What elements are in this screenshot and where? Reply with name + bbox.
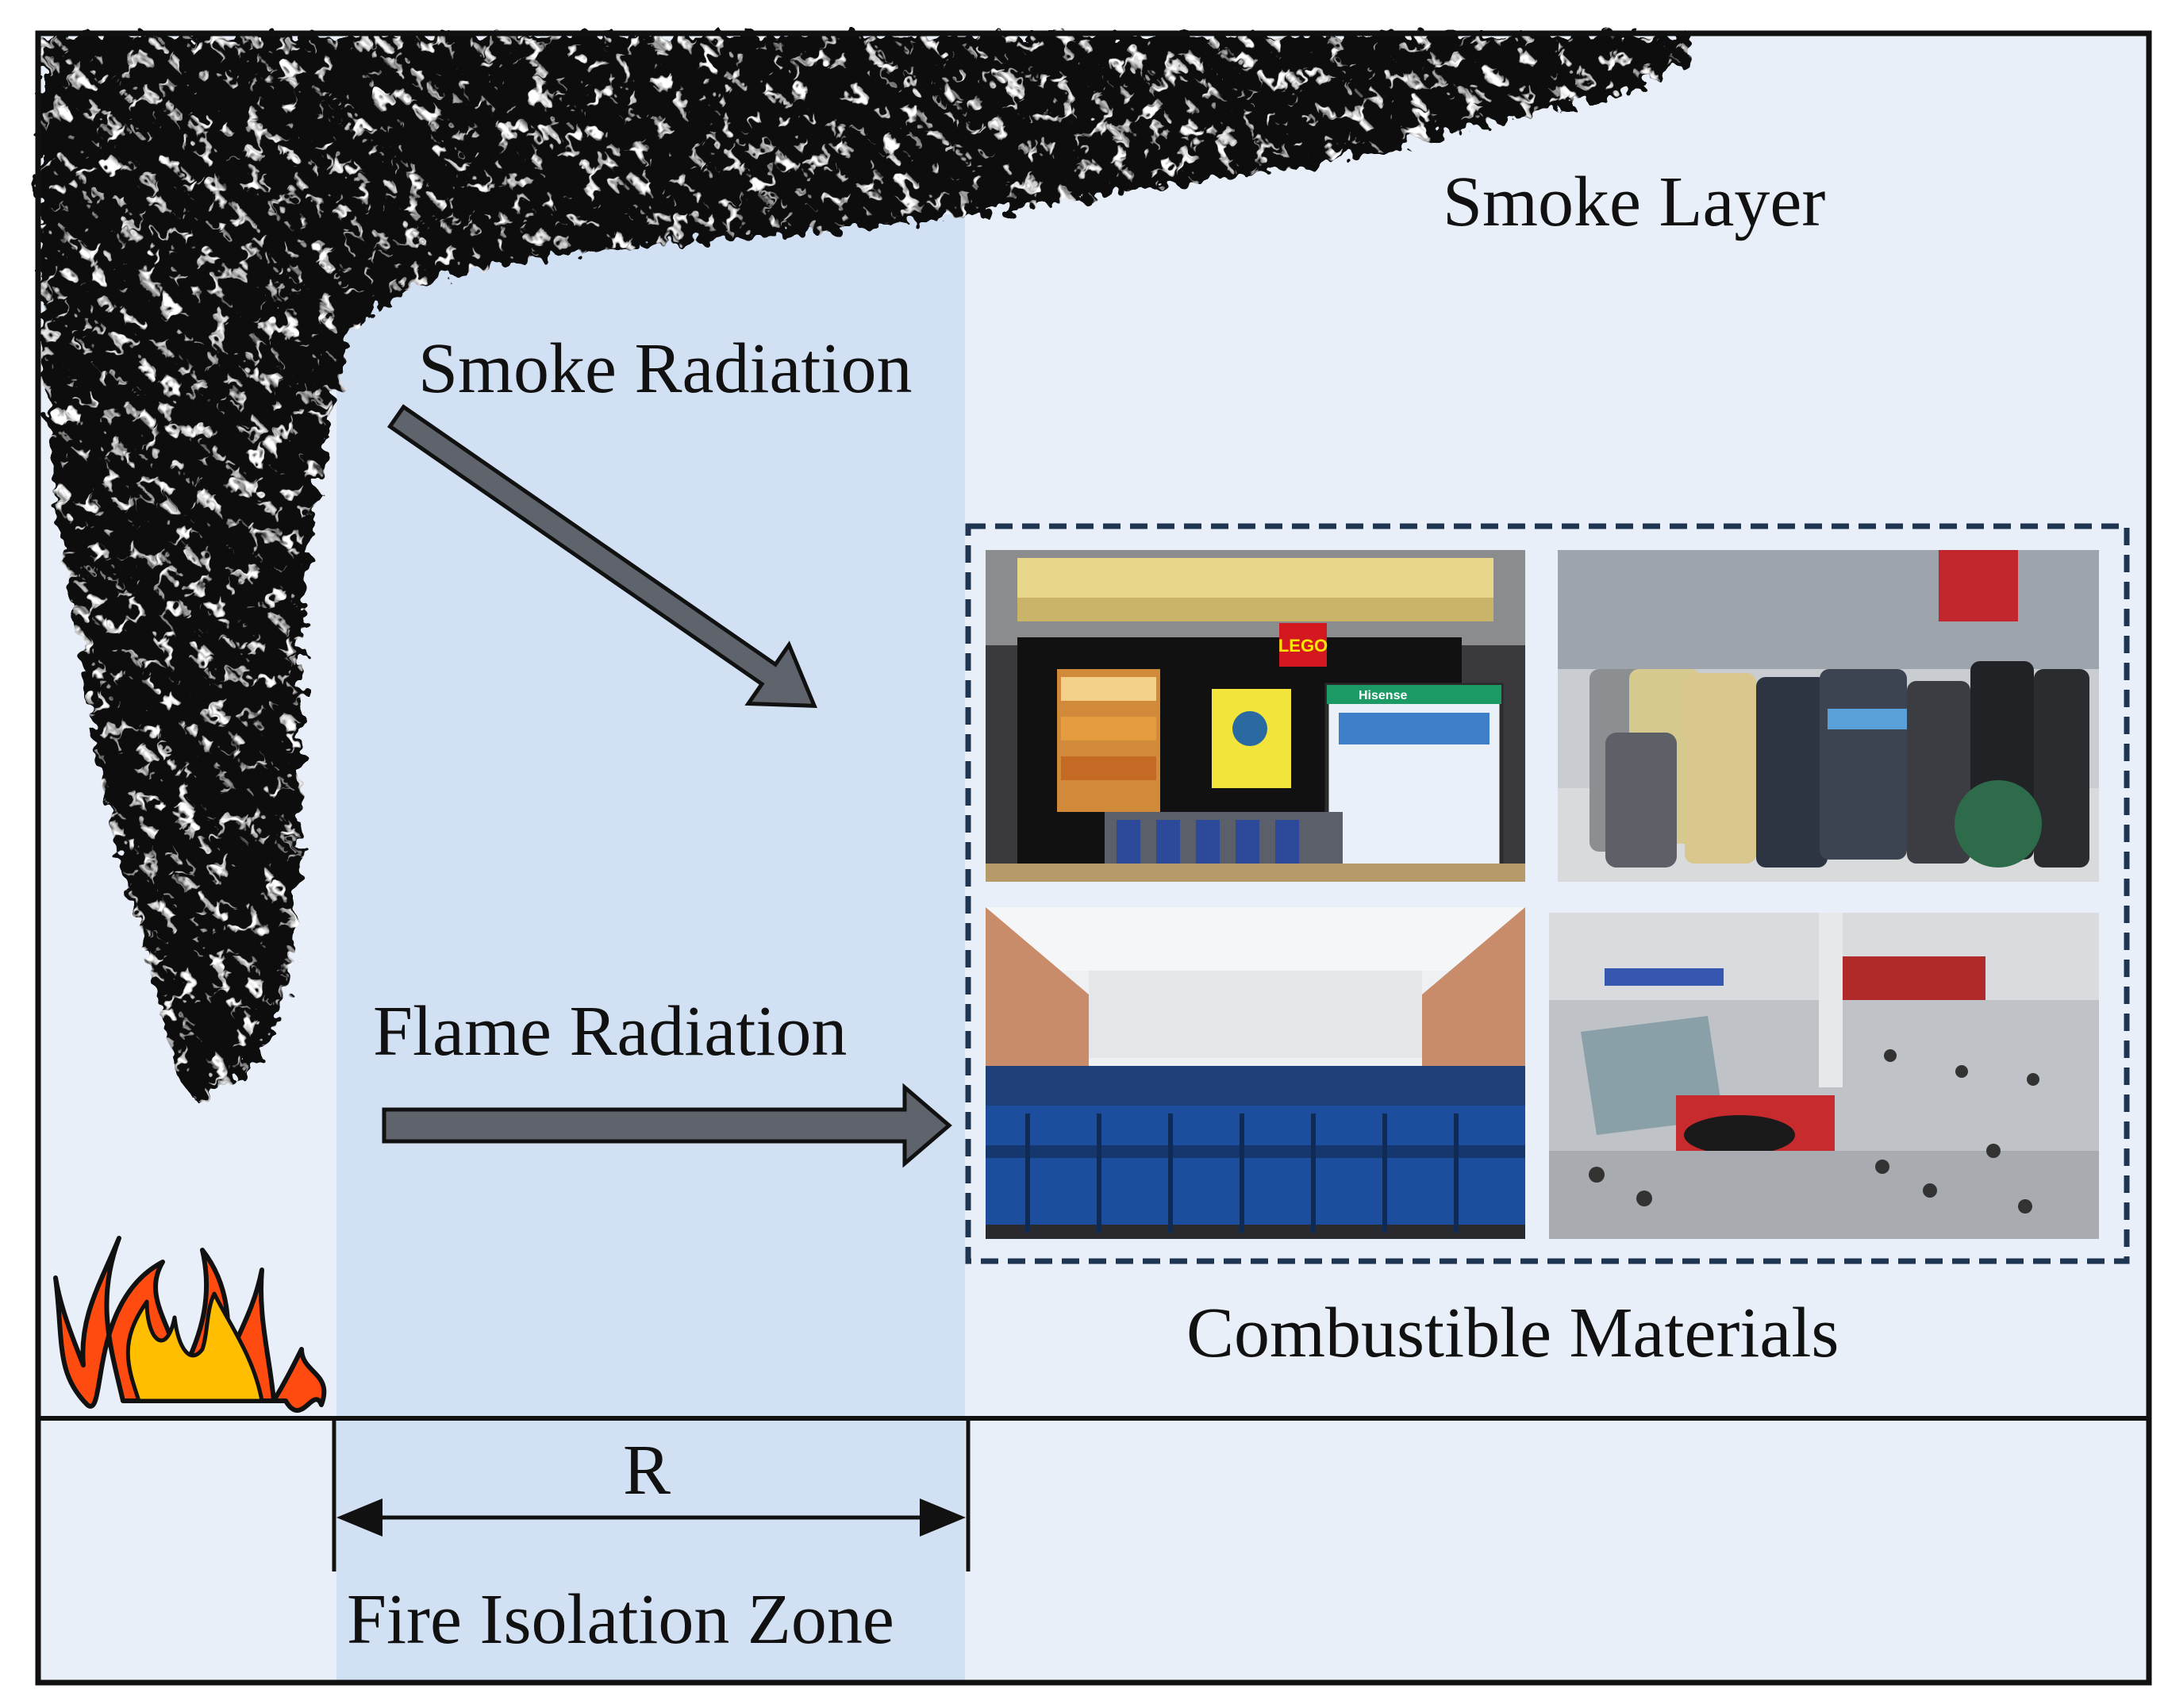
- brand-sign: [1279, 623, 1327, 667]
- brand-sign-text: LEGO: [1278, 636, 1328, 656]
- radius-label: R: [623, 1431, 671, 1510]
- smoke-radiation-label: Smoke Radiation: [418, 329, 913, 408]
- flame-inner: [125, 1291, 264, 1403]
- flame-icon: [53, 1236, 327, 1413]
- smoke-layer-shape: [38, 35, 1690, 1103]
- screen-brand-text: Hisense: [1359, 689, 1407, 702]
- fire-isolation-zone-label: Fire Isolation Zone: [347, 1580, 894, 1659]
- flame-radiation-label: Flame Radiation: [373, 992, 848, 1071]
- double-arrow-icon: [332, 1421, 971, 1571]
- combustible-materials-frame: [965, 523, 2130, 1264]
- station-concourse-photo: [1549, 913, 2099, 1239]
- shop-kiosk-photo: LEGO Hisense: [986, 550, 1525, 882]
- outer-border: [35, 30, 2152, 1686]
- smoke-plume-icon: [38, 35, 1690, 1103]
- smoke-radiation-arrow: [386, 404, 817, 708]
- luggage-photo: [1558, 550, 2099, 882]
- waiting-hall-seats-photo: [986, 907, 1525, 1239]
- smoke-layer-label: Smoke Layer: [1443, 163, 1826, 241]
- combustible-materials-label: Combustible Materials: [1186, 1294, 1839, 1372]
- flame-radiation-arrow: [382, 1083, 952, 1168]
